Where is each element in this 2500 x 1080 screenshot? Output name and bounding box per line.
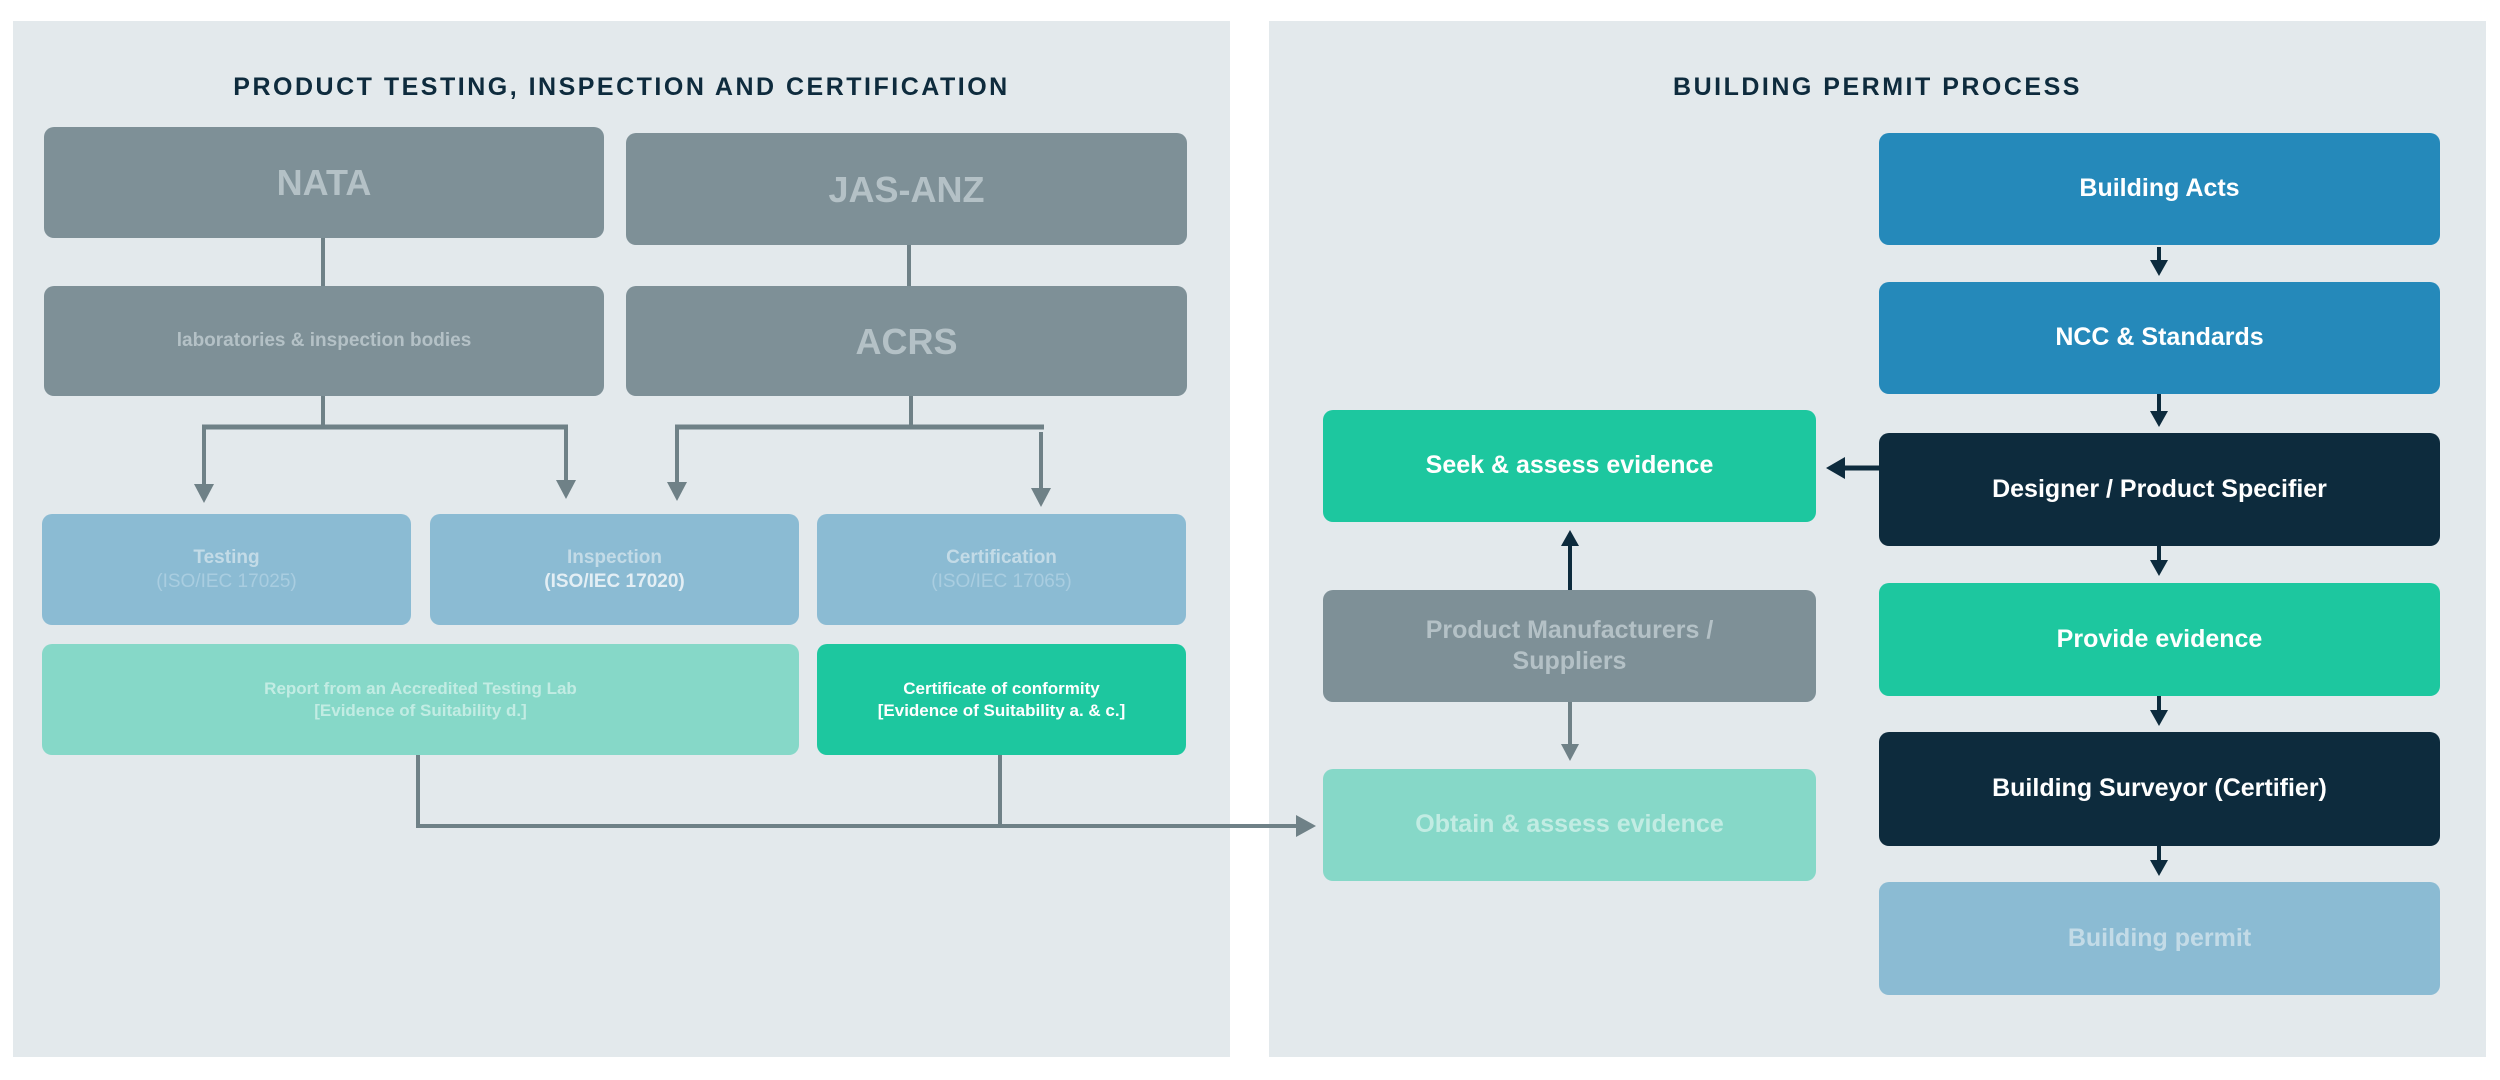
jas-anz-box: JAS-ANZ <box>626 133 1187 245</box>
building-permit-label: Building permit <box>2067 923 2252 952</box>
obtain-evidence-label: Obtain & assess evidence <box>1415 810 1724 839</box>
nata-box: NATA <box>44 127 604 238</box>
ncc-standards-box: NCC & Standards <box>1879 282 2440 394</box>
panel-title: PRODUCT TESTING, INSPECTION AND CERTIFIC… <box>233 73 1010 101</box>
certificate-box: Certificate of conformity [Evidence of S… <box>817 644 1186 755</box>
inspection-label: Inspection <box>566 546 662 568</box>
acrs-box: ACRS <box>626 286 1187 396</box>
jas-anz-label: JAS-ANZ <box>828 168 985 210</box>
building-surveyor-box: Building Surveyor (Certifier) <box>1879 732 2440 846</box>
seek-evidence-label: Seek & assess evidence <box>1425 451 1714 480</box>
labs-box: laboratories & inspection bodies <box>44 286 604 396</box>
designer-box: Designer / Product Specifier <box>1879 433 2440 546</box>
ncc-standards-label: NCC & Standards <box>2055 323 2264 352</box>
building-permit-box: Building permit <box>1879 882 2440 995</box>
testing-label: Testing <box>193 546 260 568</box>
obtain-evidence-box: Obtain & assess evidence <box>1323 769 1816 881</box>
building-surveyor-label: Building Surveyor (Certifier) <box>1992 774 2327 803</box>
manufacturers-label: Product Manufacturers / Suppliers <box>1425 615 1714 675</box>
seek-evidence-box: Seek & assess evidence <box>1323 410 1816 522</box>
certification-box: Certification (ISO/IEC 17065) <box>817 514 1186 625</box>
report-box: Report from an Accredited Testing Lab [E… <box>42 644 799 755</box>
designer-label: Designer / Product Specifier <box>1992 474 2327 503</box>
certificate-line1: Certificate of conformity <box>903 679 1100 699</box>
provide-evidence-box: Provide evidence <box>1879 583 2440 696</box>
building-acts-label: Building Acts <box>2079 174 2240 203</box>
certification-standard: (ISO/IEC 17065) <box>931 570 1072 592</box>
provide-evidence-label: Provide evidence <box>2056 624 2263 653</box>
acrs-label: ACRS <box>855 320 958 362</box>
building-acts-box: Building Acts <box>1879 133 2440 245</box>
report-line1: Report from an Accredited Testing Lab <box>264 679 577 699</box>
labs-label: laboratories & inspection bodies <box>176 330 472 352</box>
testing-box: Testing (ISO/IEC 17025) <box>42 514 411 625</box>
inspection-standard: (ISO/IEC 17020) <box>544 570 685 592</box>
report-line2: [Evidence of Suitability d.] <box>314 700 527 720</box>
nata-label: NATA <box>276 162 372 203</box>
manufacturers-box: Product Manufacturers / Suppliers <box>1323 590 1816 702</box>
inspection-box: Inspection (ISO/IEC 17020) <box>430 514 799 625</box>
certification-label: Certification <box>946 546 1057 568</box>
certificate-line2: [Evidence of Suitability a. & c.] <box>877 700 1126 720</box>
testing-standard: (ISO/IEC 17025) <box>156 570 297 592</box>
panel-title: BUILDING PERMIT PROCESS <box>1673 73 2082 101</box>
